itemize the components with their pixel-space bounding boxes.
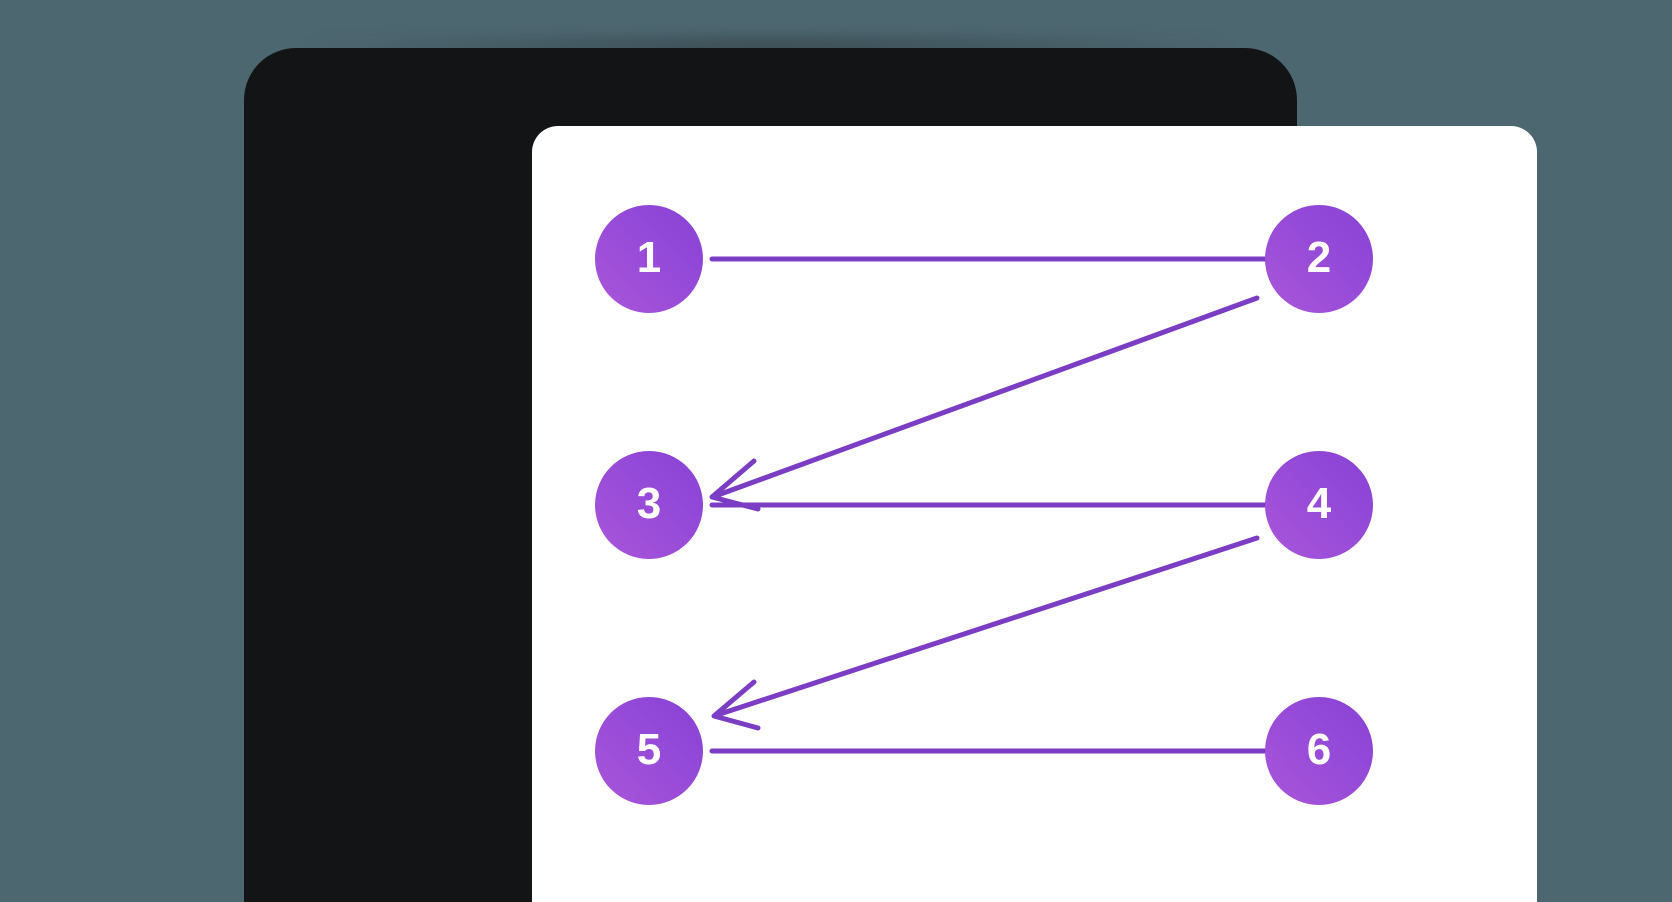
graph-node-5-label: 5	[636, 725, 662, 774]
graph-node-5[interactable]: 5	[595, 697, 703, 805]
graph-node-2-label: 2	[1306, 233, 1332, 282]
graph-node-6[interactable]: 6	[1265, 697, 1373, 805]
graph-node-4-label: 4	[1306, 479, 1332, 528]
graph-node-2[interactable]: 2	[1265, 205, 1373, 313]
graph-node-1-label: 1	[636, 233, 662, 282]
tablet-screen: 1 2 3 4 5 6	[532, 126, 1537, 902]
edge-4-to-5-arrowhead	[711, 679, 761, 731]
edge-4-to-5	[711, 535, 1260, 731]
edge-4-to-5-line	[717, 535, 1260, 717]
tablet-device-frame: 1 2 3 4 5 6	[244, 48, 1537, 902]
edge-2-to-3-line	[715, 295, 1260, 498]
graph-node-3[interactable]: 3	[595, 451, 703, 559]
edge-1-to-2	[709, 231, 1326, 287]
graph-node-6-label: 6	[1306, 725, 1332, 774]
graph-node-4[interactable]: 4	[1265, 451, 1373, 559]
edge-3-to-4	[709, 477, 1326, 533]
edge-5-to-6	[709, 725, 1326, 777]
graph-node-3-label: 3	[636, 479, 662, 528]
edge-2-to-3	[709, 295, 1260, 512]
graph-node-1[interactable]: 1	[595, 205, 703, 313]
